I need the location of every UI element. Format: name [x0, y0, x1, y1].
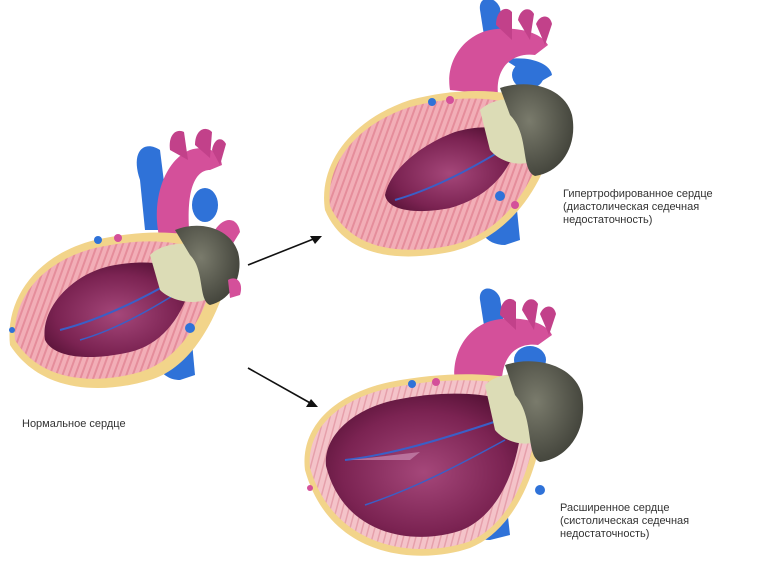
- dilated-label-line-3: недостаточность): [560, 528, 650, 540]
- hypertrophic-label-line-2: (диастолическая седечная: [563, 201, 700, 213]
- hypertrophic-heart-label: Гипертрофированное сердце (диастолическа…: [563, 188, 713, 227]
- hypertrophic-label-line-1: Гипертрофированное сердце: [563, 188, 713, 200]
- normal-heart-label-text: Нормальное сердце: [22, 418, 126, 430]
- arrow-to-dilated: [247, 367, 318, 407]
- hypertrophic-label-line-3: недостаточность): [563, 214, 653, 226]
- dilated-label-line-1: Расширенное сердце: [560, 502, 670, 514]
- normal-heart-label: Нормальное сердце: [22, 418, 126, 431]
- hypertrophic-heart-illustration: [324, 0, 574, 257]
- dilated-heart-label: Расширенное сердце (систолическая седечн…: [560, 502, 689, 541]
- dilated-label-line-2: (систолическая седечная: [560, 515, 690, 527]
- arrow-to-hypertrophic: [247, 236, 322, 266]
- normal-heart-illustration: [9, 128, 242, 389]
- dilated-heart-illustration: [304, 288, 584, 556]
